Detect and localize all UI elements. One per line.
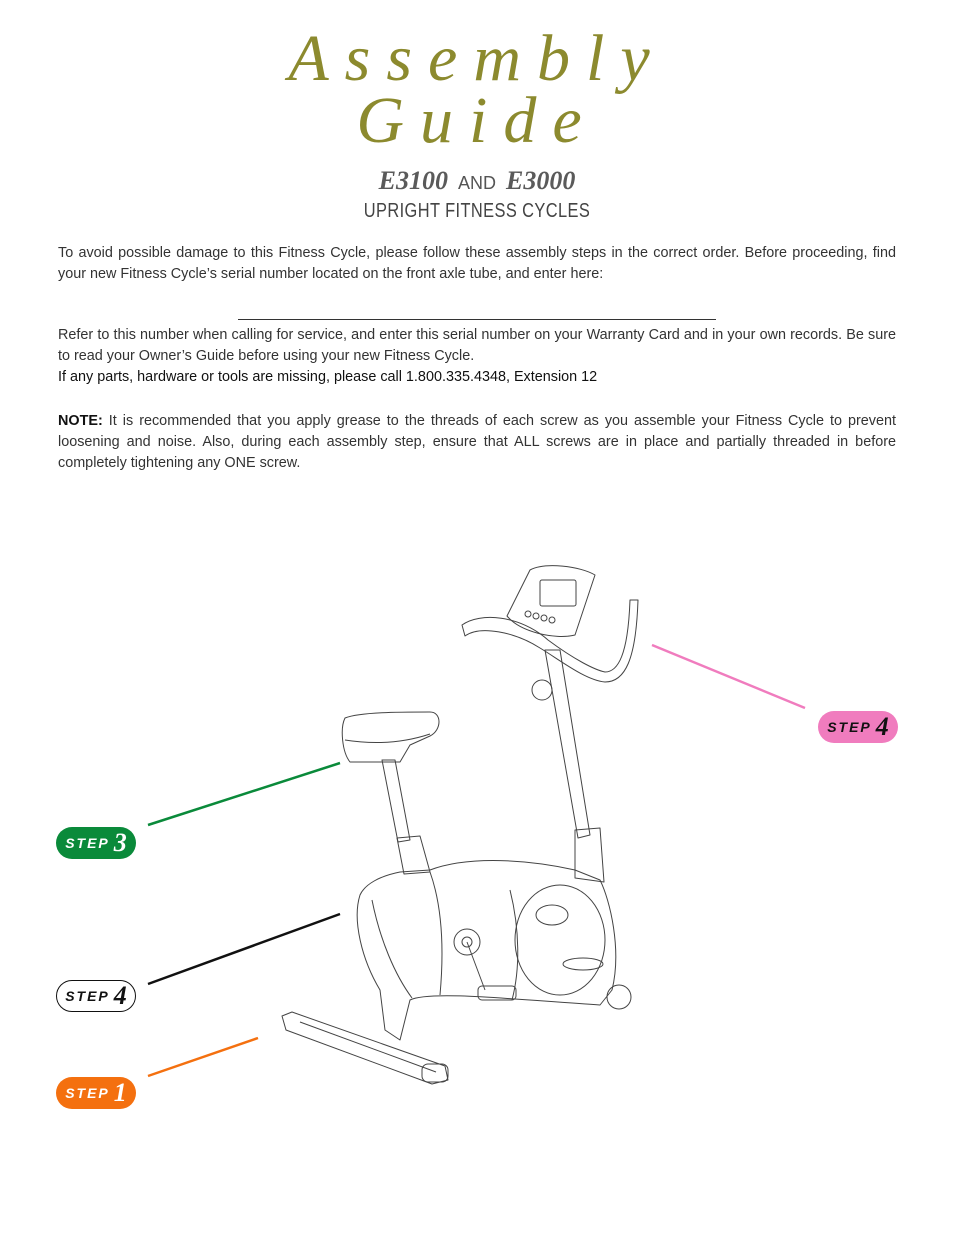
intro-paragraph: To avoid possible damage to this Fitness… — [58, 245, 896, 282]
transport-wheel — [606, 984, 632, 1010]
refer-paragraph: Refer to this number when calling for se… — [58, 327, 896, 364]
seat — [341, 711, 440, 763]
step-badge-4-pink: STEP 4 — [818, 711, 898, 743]
step-word: STEP — [65, 988, 110, 1004]
title-guide: Guide — [356, 84, 598, 157]
base-end-cap — [421, 1063, 449, 1083]
step-number: 1 — [113, 1078, 127, 1107]
serial-number-line — [238, 319, 716, 320]
base-stabilizer — [281, 1011, 449, 1085]
step-badge-1: STEP 1 — [56, 1077, 136, 1109]
model-e3100: E3100 — [378, 166, 448, 195]
missing-parts-paragraph: If any parts, hardware or tools are miss… — [58, 369, 598, 385]
console-display — [539, 579, 577, 607]
step-badge-4-white: STEP 4 — [56, 980, 136, 1012]
step-number: 3 — [113, 828, 127, 857]
handlebar-mast — [544, 649, 591, 839]
subtitle: UPRIGHT FITNESS CYCLES — [363, 200, 591, 222]
pedal — [477, 985, 517, 1001]
console — [506, 565, 596, 637]
seat-post — [381, 759, 411, 843]
model-e3000: E3000 — [506, 166, 576, 195]
adjustment-knob — [531, 679, 553, 701]
step-word: STEP — [65, 835, 110, 851]
step-word: STEP — [65, 1085, 110, 1101]
note-paragraph: NOTE: It is recommended that you apply g… — [58, 411, 896, 474]
note-text: It is recommended that you apply grease … — [58, 413, 897, 471]
step-badge-3: STEP 3 — [56, 827, 136, 859]
flywheel-cover — [514, 884, 606, 996]
callout-line-step4-pink — [651, 643, 806, 710]
step-number: 4 — [875, 712, 889, 741]
note-label: NOTE: — [58, 413, 103, 429]
callout-line-step4-black — [147, 912, 341, 986]
callout-line-step1-orange — [147, 1036, 259, 1078]
step-number: 4 — [113, 981, 127, 1010]
main-frame — [356, 860, 617, 1041]
crank-hub — [453, 928, 481, 956]
callout-line-step3-green — [147, 761, 341, 827]
model-line: E3100 AND E3000 — [0, 166, 954, 196]
handlebars — [461, 599, 639, 683]
step-word: STEP — [827, 719, 872, 735]
title-assembly: Assembly — [288, 22, 666, 95]
model-and: AND — [457, 173, 496, 193]
